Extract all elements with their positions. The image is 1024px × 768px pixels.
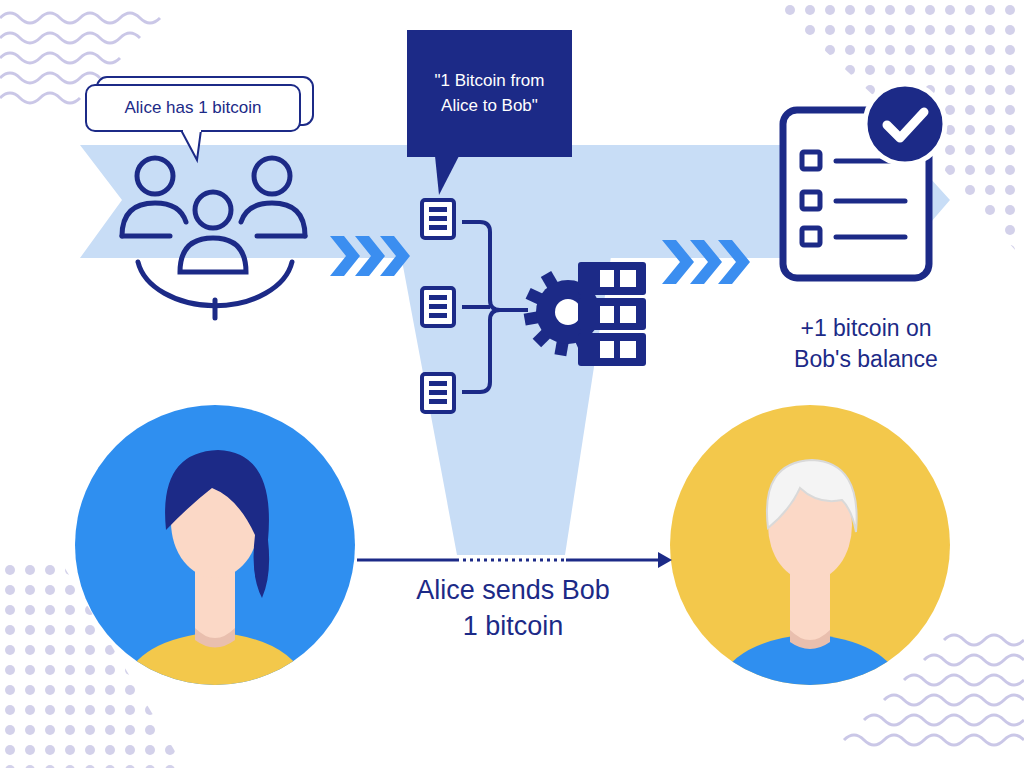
server-icon-part	[422, 374, 454, 412]
server-icon-part	[429, 295, 447, 300]
bob-avatar-part-part	[715, 634, 905, 768]
alice-avatar-part-part	[120, 632, 310, 768]
bob-avatar-part-part	[767, 460, 857, 532]
merge-bracket-part	[462, 305, 490, 309]
wave-line	[864, 715, 1024, 725]
people-icon-part	[122, 234, 170, 239]
wave-line	[944, 635, 1024, 645]
chevron-arrows	[330, 236, 750, 284]
wave-lines	[0, 13, 1024, 745]
server-icon-part	[429, 381, 447, 386]
server-icon-part	[429, 313, 447, 318]
gear-server-icon	[524, 262, 646, 366]
ledger-icon-part	[865, 84, 945, 164]
bubble-tail-joint	[183, 129, 201, 132]
server-icon-part	[422, 288, 454, 326]
transfer-arrow	[357, 552, 672, 568]
callout-pointer	[435, 156, 459, 195]
gear-server-icon-part-part	[600, 306, 614, 323]
node-text: "1 Bitcoin from Alice to Bob"	[421, 69, 558, 118]
alice-avatar-part-part	[195, 628, 235, 648]
gear-server-icon-part-part	[600, 341, 614, 358]
ledger-icon-part-part	[802, 228, 820, 245]
chevron-arrows-part	[355, 236, 385, 276]
transaction-callout: "1 Bitcoin from Alice to Bob"	[407, 30, 572, 157]
server-icon-part	[429, 399, 447, 404]
bob-avatar-part	[715, 460, 905, 768]
people-icon-part	[137, 158, 173, 194]
gear-server-icon-part	[578, 298, 646, 330]
transfer-arrow-part	[658, 552, 672, 568]
people-icon	[122, 158, 305, 318]
people-icon-part	[122, 203, 186, 236]
bubble-tail	[181, 130, 201, 160]
wave-line	[924, 655, 1024, 665]
gear-server-icon-part	[578, 262, 646, 295]
people-icon-part	[180, 238, 246, 272]
bob-avatar	[670, 405, 950, 768]
balance-note: +1 bitcoin on Bob's balance	[781, 313, 951, 375]
speech-bubble: Alice has 1 bitcoin	[85, 84, 301, 132]
gear-server-icon-part-part	[620, 341, 636, 358]
bob-avatar-part	[670, 405, 950, 685]
chevron-arrows-part	[380, 236, 410, 276]
transfer-label: Alice sends Bob 1 bitcoin	[410, 572, 616, 645]
people-icon-part	[257, 234, 305, 239]
gear-server-icon-part	[555, 299, 581, 325]
wave-line	[0, 93, 80, 103]
ledger-icon-part-part	[836, 199, 905, 204]
alice-avatar-part	[120, 450, 310, 768]
flow-funnel	[400, 250, 612, 555]
ledger-icon-part-part	[802, 192, 820, 209]
wave-line	[904, 675, 1024, 685]
gear-server-icon-part-part	[620, 306, 636, 323]
chevron-arrows-part	[330, 236, 360, 276]
ledger-icon-part	[783, 110, 929, 278]
gear-server-icon-part	[578, 333, 646, 366]
wave-line	[0, 13, 160, 23]
people-icon-part	[254, 158, 290, 194]
gear-server-icon-part-part	[620, 270, 636, 287]
server-icon-part	[422, 200, 454, 238]
chevron-arrows-part	[718, 240, 750, 284]
wave-line	[884, 695, 1024, 705]
wave-line	[0, 53, 120, 63]
people-icon-part	[213, 300, 218, 318]
server-icon-part	[429, 304, 447, 309]
wave-line	[0, 73, 100, 83]
merge-bracket-part	[462, 222, 528, 310]
merge-bracket-part	[462, 310, 500, 392]
chevron-arrows-part	[662, 240, 694, 284]
ledger-icon-part-part	[802, 152, 820, 169]
bob-avatar-part-part	[790, 630, 830, 649]
server-icon-part	[429, 225, 447, 230]
ledger-icon-part	[887, 112, 924, 138]
transfer-arrow-part	[566, 559, 661, 562]
ledger-icon	[783, 84, 945, 278]
ledger-icon-part-part	[836, 235, 905, 240]
node-text: Alice has 1 bitcoin	[124, 98, 261, 118]
gear-server-icon-part	[600, 270, 636, 358]
alice-avatar-part	[75, 405, 355, 685]
merge-bracket	[462, 222, 528, 392]
server-icon	[422, 200, 454, 412]
transfer-arrow-part	[456, 559, 566, 562]
transfer-arrow-part	[357, 559, 456, 562]
alice-avatar	[75, 405, 355, 768]
server-icon-part	[429, 207, 447, 212]
people-icon-part	[195, 192, 231, 228]
wave-line	[844, 735, 1024, 745]
flow-band	[80, 145, 950, 258]
alice-avatar-part-part	[195, 570, 235, 638]
server-icon-part	[429, 390, 447, 395]
server-icon-part	[429, 216, 447, 221]
people-icon-part	[241, 203, 305, 236]
ledger-icon-part	[802, 152, 905, 245]
wave-line	[0, 33, 140, 43]
alice-avatar-part-part	[165, 450, 269, 598]
chevron-arrows-part	[690, 240, 722, 284]
gear-server-icon-part-part	[600, 270, 614, 287]
